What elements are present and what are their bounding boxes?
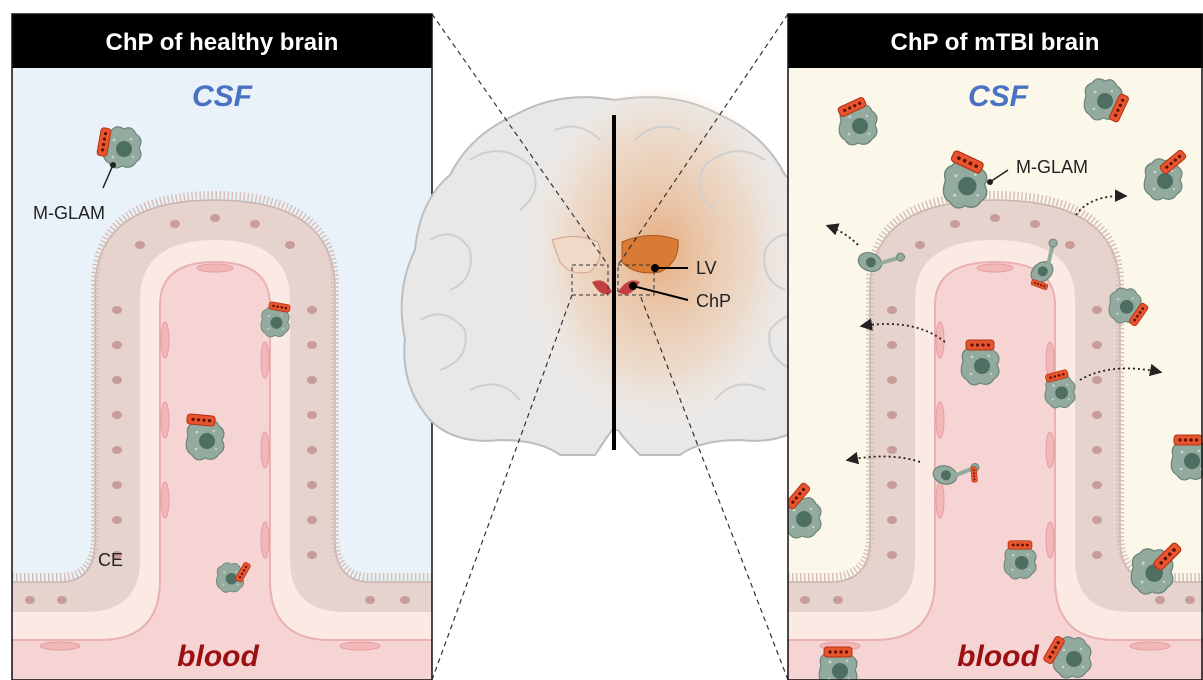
mtbi-panel-title: ChP of mTBI brain	[891, 29, 1100, 56]
mtbi-mglam-label: M-GLAM	[1016, 157, 1088, 177]
healthy-mglam-label: M-GLAM	[33, 203, 105, 223]
macrophage-cell	[1004, 541, 1036, 579]
healthy-panel-title: ChP of healthy brain	[106, 29, 339, 56]
mtbi-panel	[783, 68, 1203, 680]
macrophage-cell	[961, 340, 999, 385]
lv-label: LV	[696, 258, 717, 278]
brain-coronal-section	[402, 90, 834, 455]
mtbi-blood-label: blood	[957, 640, 1039, 673]
epithelium-label: CE	[98, 550, 123, 570]
chp-label: ChP	[696, 291, 731, 311]
healthy-blood-label: blood	[177, 640, 259, 673]
healthy-csf-label: CSF	[192, 80, 253, 113]
macrophage-cell	[819, 647, 857, 680]
macrophage-cell	[1171, 435, 1203, 480]
mtbi-csf-label: CSF	[968, 80, 1029, 113]
healthy-panel	[12, 68, 432, 680]
